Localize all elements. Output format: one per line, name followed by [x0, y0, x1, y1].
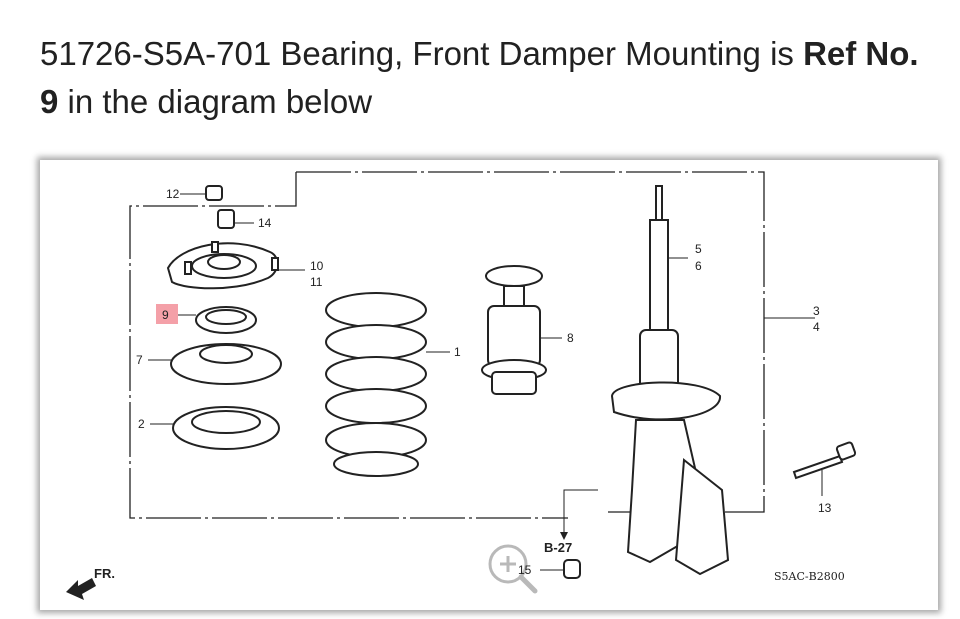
callout-12: 12 — [166, 187, 180, 201]
part-10-mount[interactable] — [166, 241, 305, 290]
callout-6: 6 — [695, 259, 702, 273]
heading-ref-text: Ref No. 9 — [40, 35, 919, 120]
heading-suffix-text: in the diagram below — [58, 83, 373, 120]
callout-14: 14 — [258, 216, 272, 230]
callout-8: 8 — [567, 331, 574, 345]
callout-2: 2 — [138, 417, 145, 431]
heading-part-text: 51726-S5A-701 Bearing, Front Damper Moun… — [40, 35, 804, 72]
callout-1: 1 — [454, 345, 461, 359]
callout-15: 15 — [518, 563, 532, 577]
zoom-icon[interactable] — [488, 544, 538, 594]
part-1-spring[interactable] — [325, 292, 450, 477]
callout-3: 3 — [813, 304, 820, 318]
ref-b27-arrow[interactable] — [560, 489, 598, 540]
callout-4: 4 — [813, 320, 820, 334]
direction-label: FR. — [94, 566, 115, 581]
callout-5: 5 — [695, 242, 702, 256]
callout-10: 10 — [310, 259, 324, 273]
callout-13: 13 — [818, 501, 832, 515]
frame-left — [129, 172, 568, 519]
diagram-svg: 12 14 10 11 9 7 2 1 8 5 6 3 4 13 B-27 15… — [66, 171, 857, 600]
part-14-nut[interactable] — [217, 209, 254, 229]
part-13-bolt[interactable] — [792, 441, 857, 496]
part-5-6-damper[interactable] — [610, 185, 730, 576]
callout-11: 11 — [310, 275, 323, 289]
part-2-rubber-seat[interactable] — [150, 406, 280, 450]
parts-diagram[interactable]: 12 14 10 11 9 7 2 1 8 5 6 3 4 13 B-27 15… — [40, 160, 938, 610]
callout-9: 9 — [162, 308, 169, 322]
ref-9-highlight — [156, 304, 178, 324]
diagram-code: S5AC-B2800 — [774, 570, 845, 583]
part-15-bushing[interactable] — [540, 559, 581, 579]
front-direction-arrow: FR. — [66, 566, 115, 600]
part-8-bump-stop[interactable] — [481, 265, 562, 395]
part-12-nut[interactable] — [180, 185, 223, 201]
page-heading: 51726-S5A-701 Bearing, Front Damper Moun… — [40, 30, 940, 126]
part-7-upper-seat[interactable] — [148, 343, 282, 385]
part-9-bearing[interactable] — [178, 306, 257, 334]
callout-7: 7 — [136, 353, 143, 367]
callout-b27[interactable]: B-27 — [544, 540, 572, 555]
